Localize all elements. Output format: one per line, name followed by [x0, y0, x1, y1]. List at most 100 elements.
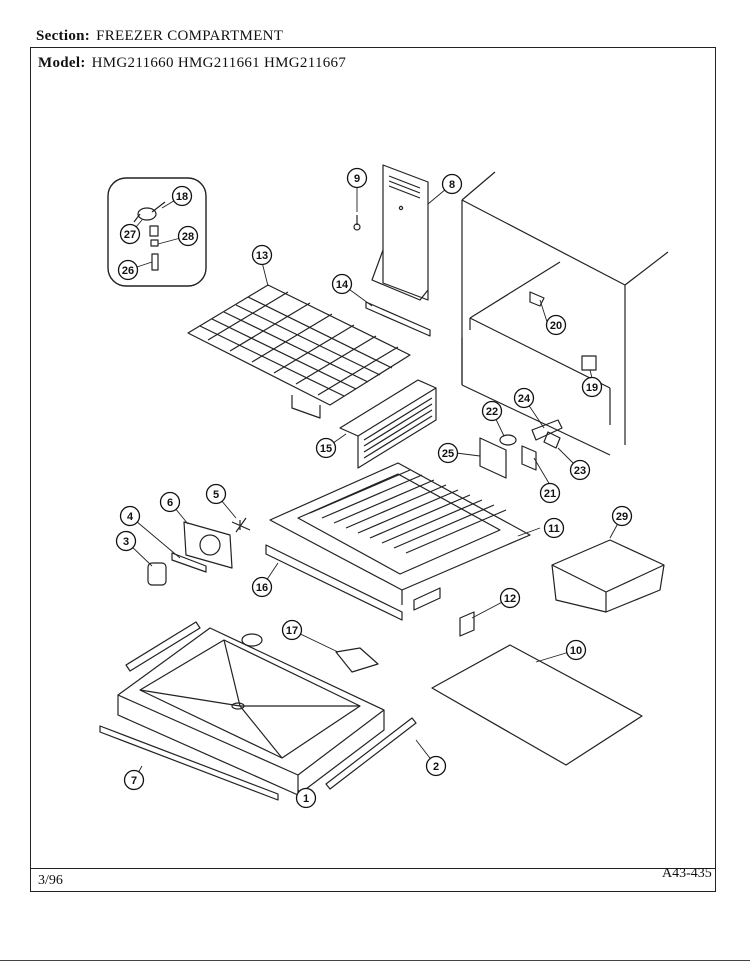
callout-27: 27	[119, 223, 141, 245]
callout-number: 17	[286, 625, 298, 637]
callout-2: 2	[425, 755, 447, 777]
part-11-shelf	[269, 462, 531, 605]
part-17-cover	[335, 647, 379, 673]
callout-18: 18	[171, 185, 193, 207]
part-6-shroud	[183, 521, 233, 569]
part-1-liner-tray	[117, 627, 385, 796]
callout-13: 13	[251, 244, 273, 266]
callout-number: 14	[336, 279, 349, 291]
callout-number: 19	[586, 382, 598, 394]
callout-1: 1	[295, 787, 317, 809]
callout-23: 23	[569, 459, 591, 481]
callout-circle	[425, 755, 447, 777]
callout-number: 29	[616, 511, 628, 523]
callout-number: 20	[550, 320, 562, 332]
diagram-frame	[30, 47, 716, 892]
part-8-vent-cover	[371, 164, 429, 301]
model-value: HMG211660 HMG211661 HMG211667	[91, 55, 347, 71]
callout-circle	[581, 376, 603, 398]
callout-circle	[481, 400, 503, 422]
footer-divider	[30, 868, 716, 869]
callout-number: 5	[213, 489, 219, 501]
callout-circle	[499, 587, 521, 609]
callout-21: 21	[539, 482, 561, 504]
callout-circle	[545, 314, 567, 336]
callout-8: 8	[441, 173, 463, 195]
part-13-wire-shelf	[187, 284, 411, 419]
part-20-bracket	[529, 291, 545, 307]
callout-3: 3	[115, 530, 137, 552]
part-12-clip	[459, 611, 475, 637]
callout-number: 18	[176, 191, 188, 203]
callout-circle	[346, 167, 368, 189]
callout-number: 12	[504, 593, 516, 605]
callout-circle	[119, 223, 141, 245]
part-10-panel	[431, 644, 643, 766]
callout-number: 16	[256, 582, 268, 594]
part-2-rail	[325, 717, 417, 790]
callout-number: 23	[574, 465, 586, 477]
callout-16: 16	[251, 576, 273, 598]
callout-circle	[565, 639, 587, 661]
part-9-washer	[353, 223, 361, 231]
section-label: Section:	[36, 28, 91, 44]
callout-circle	[281, 619, 303, 641]
callout-5: 5	[205, 483, 227, 505]
callout-number: 15	[320, 443, 332, 455]
part-16-rail	[265, 544, 403, 621]
callout-circle	[437, 442, 459, 464]
callout-number: 24	[518, 393, 531, 405]
callout-circle	[171, 185, 193, 207]
section-value: FREEZER COMPARTMENT	[96, 28, 284, 44]
callout-7: 7	[123, 769, 145, 791]
callout-6: 6	[159, 491, 181, 513]
revision-date: 3/96	[38, 873, 63, 888]
part-15-grille	[339, 379, 437, 469]
callout-circle	[315, 437, 337, 459]
callout-circle	[251, 244, 273, 266]
callout-circle	[159, 491, 181, 513]
part-4-bracket	[171, 552, 207, 573]
part-29-bin	[551, 539, 665, 613]
callout-layer: 1234567891011121314151617181920212223242…	[115, 167, 633, 809]
callout-number: 8	[449, 179, 455, 191]
callout-circle	[513, 387, 535, 409]
callout-14: 14	[331, 273, 353, 295]
callout-26: 26	[117, 259, 139, 281]
callout-20: 20	[545, 314, 567, 336]
callout-circle	[441, 173, 463, 195]
callout-22: 22	[481, 400, 503, 422]
section-title: Section: FREEZER COMPARTMENT	[36, 28, 283, 45]
callout-number: 21	[544, 488, 556, 500]
callout-number: 10	[570, 645, 582, 657]
callout-number: 3	[123, 536, 129, 548]
callout-number: 2	[433, 761, 439, 773]
callout-number: 28	[182, 231, 194, 243]
callout-number: 4	[127, 511, 134, 523]
part-top-rail	[125, 621, 201, 672]
callout-circle	[117, 259, 139, 281]
callout-number: 26	[122, 265, 134, 277]
callout-19: 19	[581, 376, 603, 398]
callout-circle	[205, 483, 227, 505]
part-16-end	[413, 587, 441, 611]
callout-15: 15	[315, 437, 337, 459]
callout-circle	[569, 459, 591, 481]
callout-number: 27	[124, 229, 136, 241]
callout-number: 22	[486, 406, 498, 418]
callout-24: 24	[513, 387, 535, 409]
callout-number: 13	[256, 250, 268, 262]
page-bottom-rule	[0, 960, 750, 961]
part-19-switch	[581, 355, 597, 371]
callout-12: 12	[499, 587, 521, 609]
callout-10: 10	[565, 639, 587, 661]
callout-number: 7	[131, 775, 137, 787]
model-line: Model:HMG211660 HMG211661 HMG211667	[38, 55, 346, 72]
callout-number: 9	[354, 173, 360, 185]
callout-circle	[611, 505, 633, 527]
part-3-motor	[147, 562, 167, 586]
callout-25: 25	[437, 442, 459, 464]
page-code: A43-435	[662, 866, 712, 881]
callout-circle	[119, 505, 141, 527]
